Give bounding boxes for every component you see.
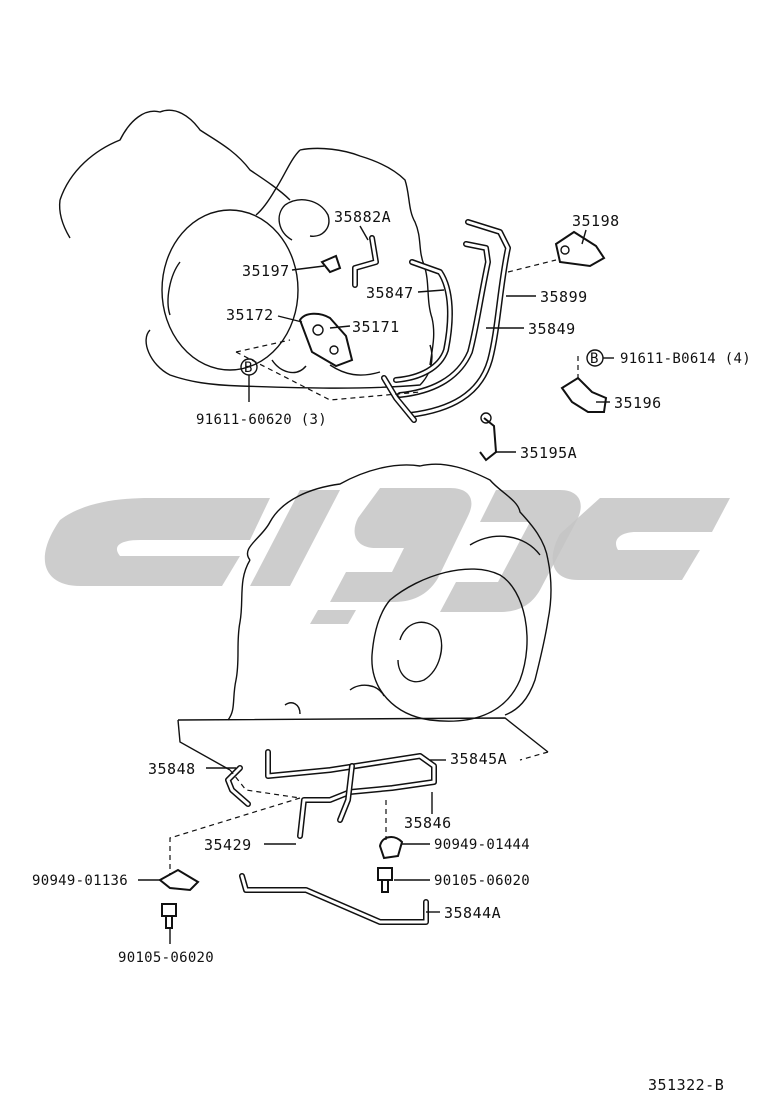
reference-code: 351322-B bbox=[648, 1076, 724, 1094]
upper-tubes bbox=[352, 219, 511, 423]
label-35899: 35899 bbox=[540, 288, 588, 306]
label-35849: 35849 bbox=[528, 320, 576, 338]
upper-labels: 35882A 35198 35197 35847 35899 35172 351… bbox=[196, 208, 751, 462]
label-90105-06020-left: 90105-06020 bbox=[118, 950, 214, 966]
label-35844A: 35844A bbox=[444, 904, 501, 922]
label-35172: 35172 bbox=[226, 306, 274, 324]
label-90949-01444: 90949-01444 bbox=[434, 837, 530, 853]
label-35882A: 35882A bbox=[334, 208, 391, 226]
lower-fasteners bbox=[158, 836, 404, 929]
callout-b-right-letter: B bbox=[590, 351, 599, 367]
label-35845A: 35845A bbox=[450, 750, 507, 768]
lower-dashed-leaders bbox=[169, 751, 549, 874]
label-91611-60620: 91611-60620 (3) bbox=[196, 412, 327, 428]
lower-tubes bbox=[225, 749, 437, 925]
label-35197: 35197 bbox=[242, 262, 290, 280]
label-35198: 35198 bbox=[572, 212, 620, 230]
callout-b-upper-letter: B bbox=[244, 360, 253, 376]
watermark-logo bbox=[44, 488, 730, 624]
label-35429: 35429 bbox=[204, 836, 252, 854]
label-90949-01136: 90949-01136 bbox=[32, 873, 128, 889]
label-90105-06020-right: 90105-06020 bbox=[434, 873, 530, 889]
label-91611-B0614: 91611-B0614 (4) bbox=[620, 351, 751, 367]
label-35195A: 35195A bbox=[520, 444, 577, 462]
label-35846: 35846 bbox=[404, 814, 452, 832]
label-35171: 35171 bbox=[352, 318, 400, 336]
lower-labels: 35848 35845A 35846 35429 90949-01444 909… bbox=[32, 750, 530, 966]
upper-brackets bbox=[298, 230, 608, 462]
label-35196: 35196 bbox=[614, 394, 662, 412]
upper-dashed-leaders bbox=[235, 259, 579, 401]
upper-transmission-housing bbox=[58, 109, 435, 389]
lower-transmission-housing bbox=[177, 463, 552, 771]
label-35847: 35847 bbox=[366, 284, 414, 302]
label-35848: 35848 bbox=[148, 760, 196, 778]
